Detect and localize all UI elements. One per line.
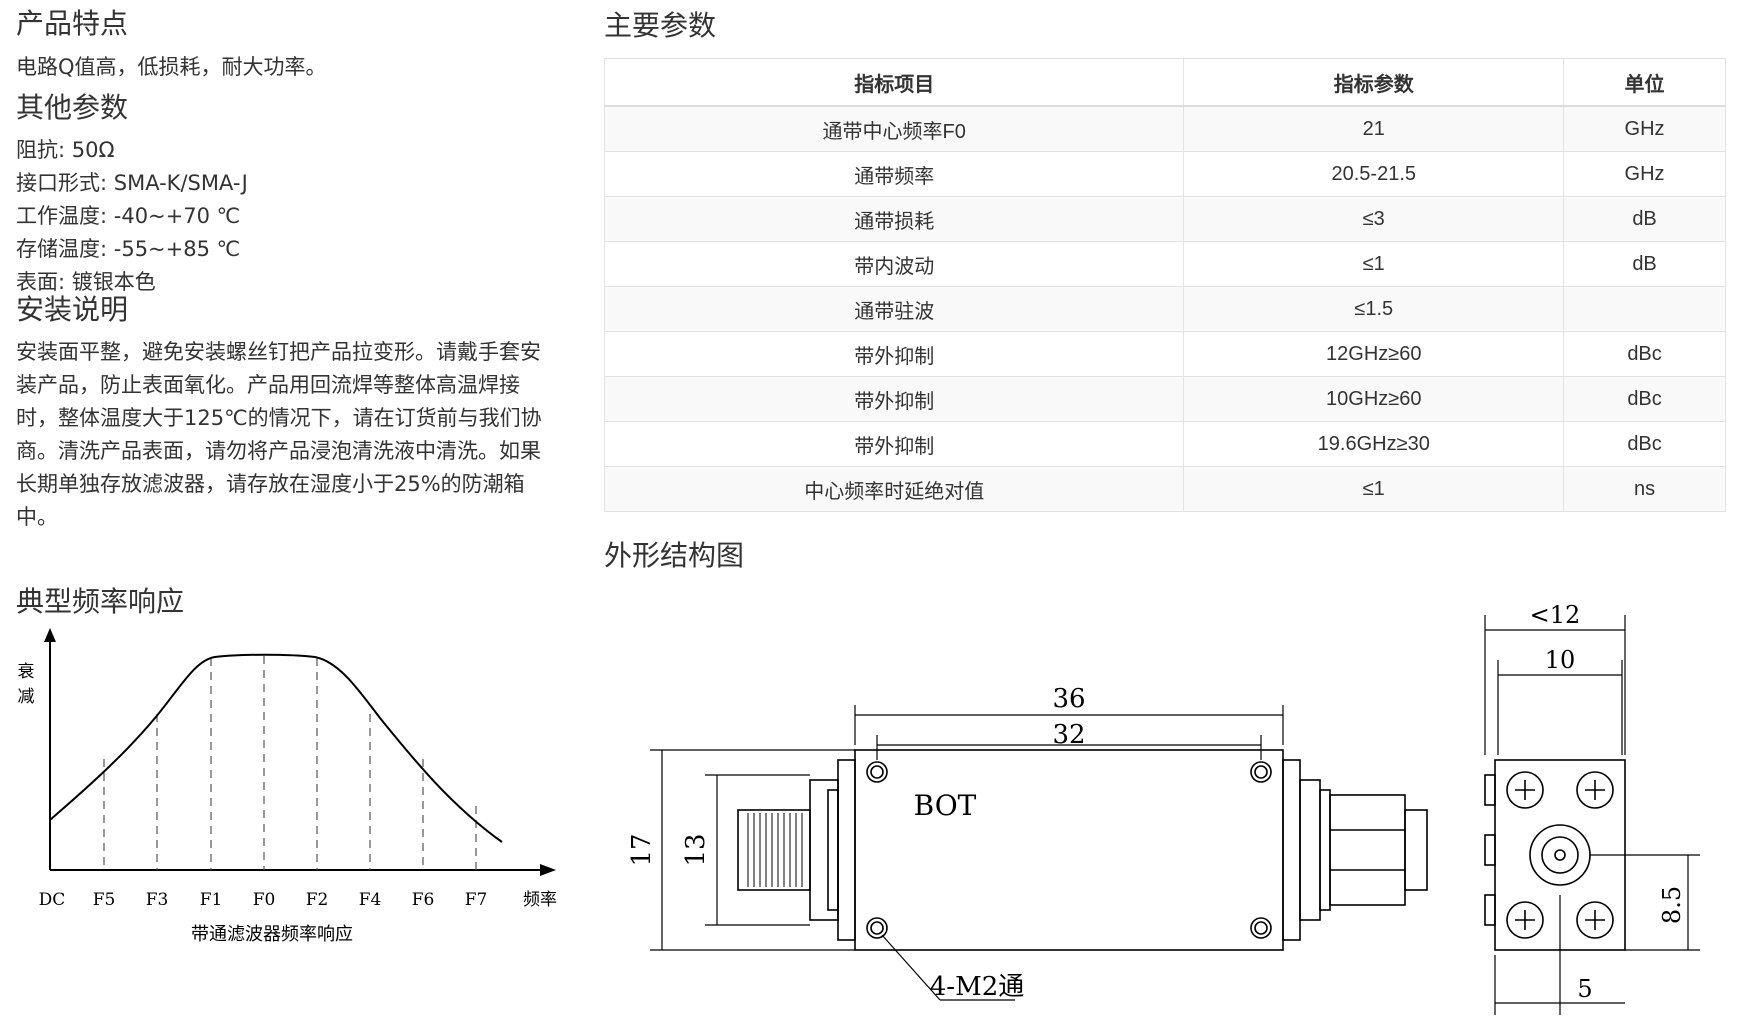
other-params-list: 阻抗: 50Ω 接口形式: SMA-K/SMA-J 工作温度: -40~+70 … — [16, 134, 556, 299]
table-row: 通带损耗 ≤3 dB — [603, 196, 1726, 242]
y-axis-label: 衰 — [18, 662, 35, 682]
dimension-lines — [650, 615, 1700, 1015]
table-cell: dBc — [1563, 376, 1726, 422]
dim-center-offset: 5 — [1577, 975, 1592, 1003]
frequency-response-diagram: 衰 减 DC F5 F3 F1 F0 F2 F4 F6 F7 频率 带通滤波器频… — [18, 628, 557, 945]
install-text: 安装面平整，避免安装螺丝钉把产品拉变形。请戴手套安 装产品，防止表面氧化。产品用… — [16, 336, 556, 534]
table-cell: 带外抑制 — [603, 376, 1185, 422]
sma-male-connector — [1282, 759, 1428, 941]
table-cell: dB — [1563, 241, 1726, 287]
column-header: 指标参数 — [1183, 58, 1565, 107]
column-header: 单位 — [1563, 58, 1726, 107]
table-cell: 21 — [1183, 105, 1565, 152]
filter-body — [854, 749, 1284, 951]
table-cell — [1563, 286, 1726, 332]
table-cell: 12GHz≥60 — [1183, 331, 1565, 377]
x-axis-label: 频率 — [523, 890, 557, 910]
response-heading: 典型频率响应 — [16, 585, 185, 618]
install-line: 安装面平整，避免安装螺丝钉把产品拉变形。请戴手套安 — [16, 340, 541, 364]
table-row: 带内波动 ≤1 dB — [603, 241, 1726, 287]
table-cell: 带外抑制 — [603, 331, 1185, 377]
table-cell: 19.6GHz≥30 — [1183, 421, 1565, 467]
table-row: 中心频率时延绝对值 ≤1 ns — [603, 466, 1726, 512]
table-cell: ≤1 — [1183, 466, 1565, 512]
param-interface: 接口形式: SMA-K/SMA-J — [16, 171, 248, 195]
holes-label: 4-M2通 — [930, 972, 1025, 1002]
x-tick-label: F1 — [200, 890, 223, 910]
table-cell: dBc — [1563, 331, 1726, 377]
center-connector-icon — [1529, 824, 1591, 886]
table-cell: 通带频率 — [603, 151, 1185, 197]
install-heading: 安装说明 — [16, 293, 129, 326]
table-cell: dB — [1563, 196, 1726, 242]
x-tick-label: F0 — [253, 890, 276, 910]
y-axis-arrow-icon — [44, 628, 56, 642]
table-row: 通带驻波 ≤1.5 — [603, 286, 1726, 332]
x-tick-label: DC — [39, 890, 66, 910]
dim-width-outer: <12 — [1530, 601, 1581, 629]
table-row: 通带中心频率F0 21 GHz — [603, 105, 1726, 152]
table-row: 通带频率 20.5-21.5 GHz — [603, 151, 1726, 197]
table-row: 带外抑制 10GHz≥60 dBc — [603, 376, 1726, 422]
dim-height-outer: 17 — [627, 833, 657, 866]
table-cell: ≤1.5 — [1183, 286, 1565, 332]
param-operating-temp: 工作温度: -40~+70 ℃ — [16, 204, 241, 228]
other-params-heading: 其他参数 — [16, 91, 129, 124]
outline-drawing: 36 32 17 13 <12 10 8.5 5 BOT 4-M2通 — [627, 601, 1700, 1015]
table-cell: 通带损耗 — [603, 196, 1185, 242]
dim-width-inner: 10 — [1545, 646, 1576, 674]
table-row: 带外抑制 19.6GHz≥30 dBc — [603, 421, 1726, 467]
outline-heading: 外形结构图 — [604, 539, 745, 572]
main-params-table: 指标项目 指标参数 单位 通带中心频率F0 21 GHz 通带频率 20.5-2… — [603, 58, 1726, 512]
side-connector-stubs — [1484, 774, 1496, 926]
install-line: 时，整体温度大于125℃的情况下，请在订货前与我们协 — [16, 406, 542, 430]
install-line: 商。清洗产品表面，请勿将产品浸泡清洗液中清洗。如果 — [16, 439, 541, 463]
table-cell: ≤3 — [1183, 196, 1565, 242]
install-line: 装产品，防止表面氧化。产品用回流焊等整体高温焊接 — [16, 373, 520, 397]
install-line: 长期单独存放滤波器，请存放在湿度小于25%的防潮箱 — [16, 472, 525, 496]
x-tick-label: F5 — [93, 890, 116, 910]
features-text: 电路Q值高，低损耗，耐大功率。 — [16, 55, 327, 79]
table-cell: 带外抑制 — [603, 421, 1185, 467]
table-cell: 20.5-21.5 — [1183, 151, 1565, 197]
dim-length-inner: 32 — [1052, 720, 1085, 750]
table-cell: 10GHz≥60 — [1183, 376, 1565, 422]
features-heading: 产品特点 — [16, 7, 129, 40]
table-cell: GHz — [1563, 151, 1726, 197]
table-row: 带外抑制 12GHz≥60 dBc — [603, 331, 1726, 377]
x-tick-label: F3 — [146, 890, 169, 910]
x-tick-label: F4 — [359, 890, 382, 910]
main-params-heading: 主要参数 — [604, 9, 717, 42]
table-cell: dBc — [1563, 421, 1726, 467]
table-cell: 中心频率时延绝对值 — [603, 466, 1185, 512]
screw-icon — [1506, 771, 1614, 939]
table-header-row: 指标项目 指标参数 单位 — [603, 58, 1726, 107]
table-cell: GHz — [1563, 105, 1726, 152]
x-tick-label: F7 — [465, 890, 488, 910]
param-surface: 表面: 镀银本色 — [16, 270, 156, 294]
bot-label: BOT — [914, 789, 977, 822]
x-tick-label: F6 — [412, 890, 435, 910]
dim-center-height: 8.5 — [1658, 886, 1686, 924]
x-axis-arrow-icon — [540, 864, 556, 876]
response-curve — [49, 653, 503, 843]
table-cell: ns — [1563, 466, 1726, 512]
dim-height-inner: 13 — [681, 833, 711, 866]
y-axis-label: 减 — [18, 687, 35, 707]
x-tick-label: F2 — [306, 890, 329, 910]
table-cell: ≤1 — [1183, 241, 1565, 287]
mounting-hole-icon — [866, 761, 1272, 939]
table-cell: 带内波动 — [603, 241, 1185, 287]
diagram-caption: 带通滤波器频率响应 — [191, 924, 353, 945]
column-header: 指标项目 — [603, 58, 1185, 107]
param-storage-temp: 存储温度: -55~+85 ℃ — [16, 237, 241, 261]
sma-female-connector — [737, 759, 856, 941]
table-cell: 通带中心频率F0 — [603, 105, 1185, 152]
dim-length-outer: 36 — [1052, 684, 1085, 714]
guide-lines — [103, 656, 477, 870]
install-line: 中。 — [16, 505, 58, 529]
table-cell: 通带驻波 — [603, 286, 1185, 332]
param-impedance: 阻抗: 50Ω — [16, 138, 115, 162]
